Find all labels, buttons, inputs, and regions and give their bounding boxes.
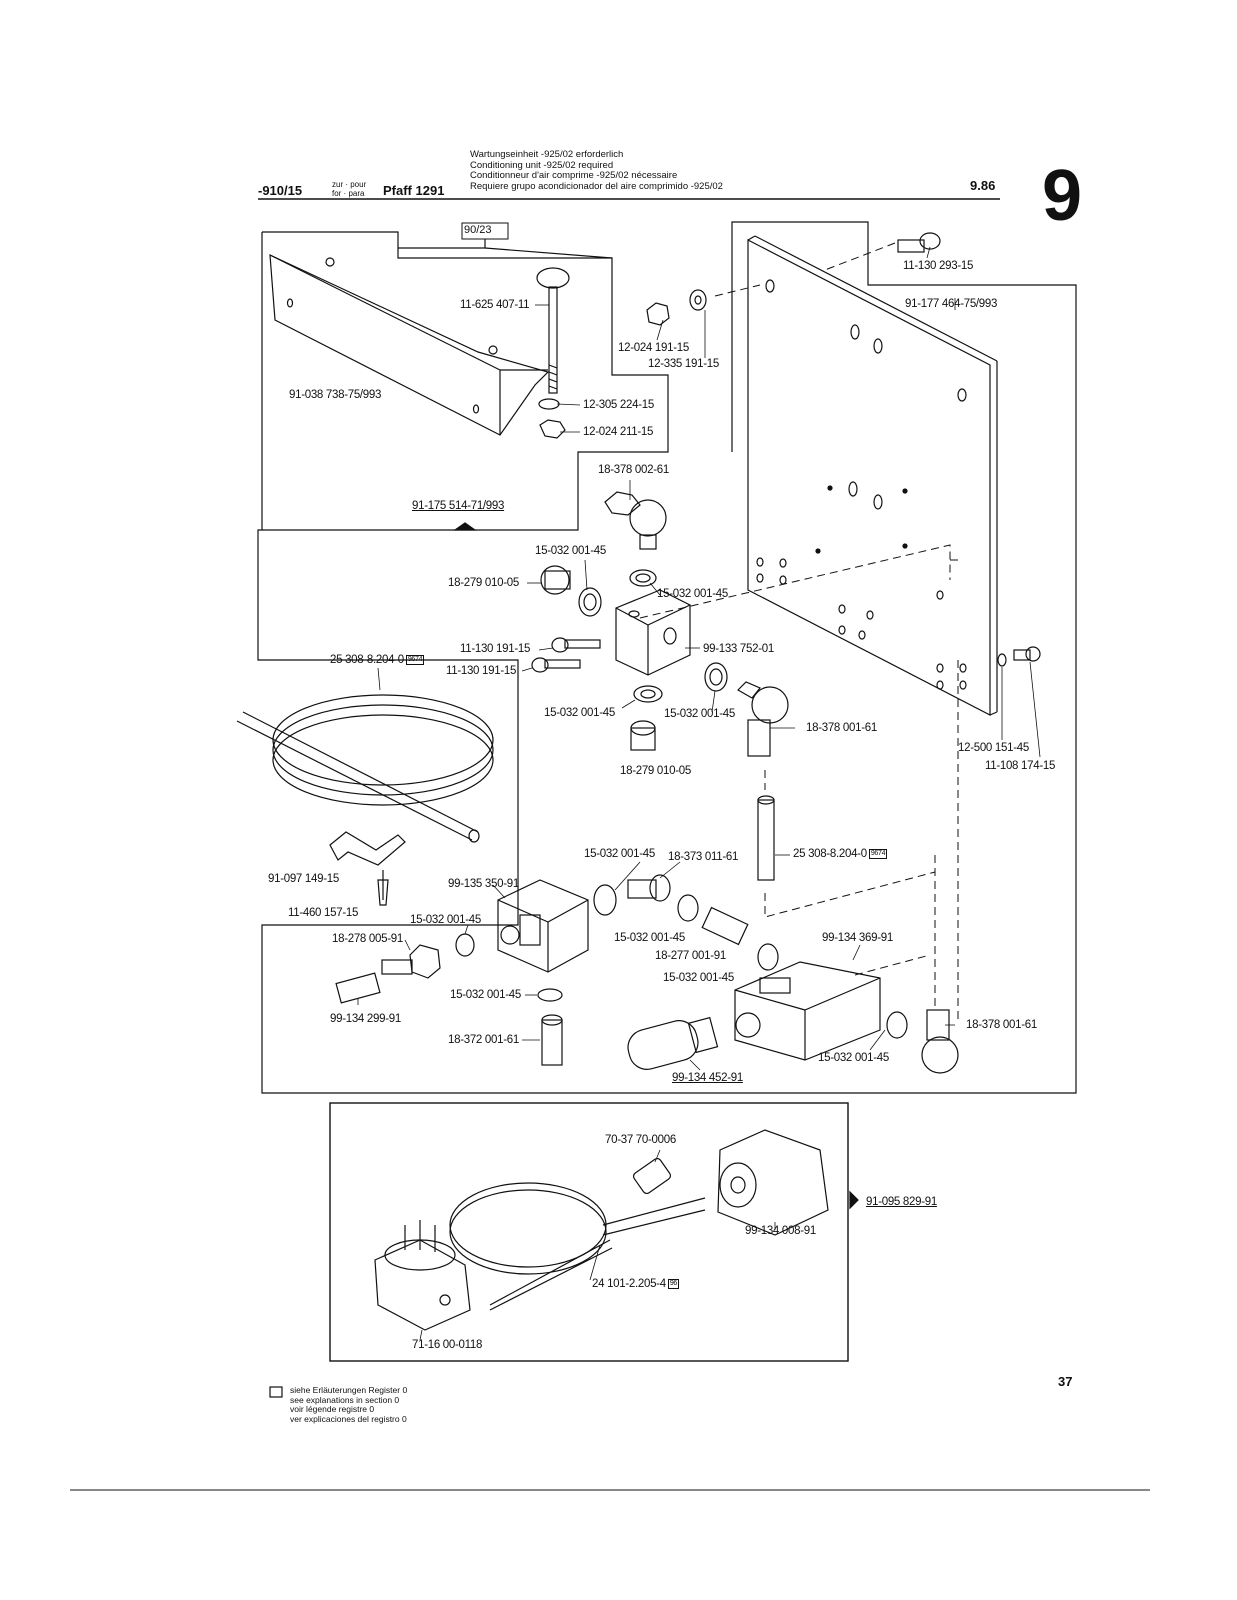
- part-label: 15-032 001-45: [450, 989, 521, 1001]
- part-label: 15-032 001-45: [818, 1052, 889, 1064]
- part-label: 18-378 002-61: [598, 464, 669, 476]
- solenoid-valve: [734, 961, 881, 1061]
- model-name: Pfaff 1291: [383, 183, 445, 198]
- part-label: 11-460 157-15: [288, 907, 359, 919]
- ref-mark: 96: [667, 1278, 679, 1289]
- ref-box-label: 90/23: [464, 224, 492, 236]
- part-label: 91-177 464-75/993: [905, 298, 998, 310]
- part-label: 11-130 191-15: [446, 665, 517, 677]
- fitting-18-373: [593, 874, 671, 916]
- note-es: Requiere grupo acondicionador del aire c…: [470, 180, 723, 192]
- part-label: 99-134 452-91: [672, 1072, 743, 1084]
- part-label: 15-032 001-45: [663, 972, 734, 984]
- distributor-block: [615, 589, 691, 676]
- legend: siehe Erläuterungen Register 0 see expla…: [290, 1385, 408, 1424]
- legend-en: see explanations in section 0: [290, 1394, 400, 1405]
- part-label: 12-024 191-15: [618, 342, 689, 354]
- header-notes: Wartungseinheit -925/02 erforderlich Con…: [470, 149, 723, 192]
- note-de: Wartungseinheit -925/02 erforderlich: [470, 149, 624, 160]
- elbow-fitting-top: [604, 491, 667, 550]
- note-en: Conditioning unit -925/02 required: [470, 159, 614, 171]
- legend-es: ver explicaciones del registro 0: [290, 1413, 407, 1424]
- elbow-fitting-mid: [737, 681, 789, 757]
- carriage-bolt: [536, 267, 570, 439]
- filter-silencer: [627, 1016, 719, 1070]
- fitting-18-277: [701, 906, 749, 946]
- fitting-18-372: [541, 1014, 563, 1066]
- part-label: 15-032 001-45: [584, 848, 655, 860]
- part-label: 18-378 001-61: [966, 1019, 1037, 1031]
- part-label: 99-134 299-91: [330, 1013, 401, 1025]
- part-label: 12-335 191-15: [648, 358, 719, 370]
- for-para-label: for · para: [332, 189, 365, 198]
- part-label: 18-372 001-61: [448, 1034, 519, 1046]
- part-label: 18-279 010-05: [448, 577, 519, 589]
- model-prefix: -910/15: [258, 183, 303, 198]
- silencer-99-134-299: [335, 972, 381, 1004]
- part-label: 71-16 00-0118: [412, 1339, 483, 1351]
- page-number: 37: [1058, 1374, 1073, 1389]
- socket-71-16: [374, 1220, 471, 1331]
- part-label: 91-095 829-91: [866, 1196, 937, 1208]
- pressure-regulator: [497, 879, 589, 973]
- part-label: 15-032 001-45: [664, 708, 735, 720]
- elbow-fitting-bottom: [921, 1009, 959, 1074]
- legend-fr: voir légende registre 0: [290, 1404, 375, 1414]
- part-label: 18-278 005-91: [332, 933, 403, 945]
- part-label: 12-305 224-15: [583, 399, 654, 411]
- part-label: 12-024 211-15: [583, 426, 654, 438]
- ref-mark: 9674: [405, 654, 425, 665]
- part-label: 15-032 001-45: [544, 707, 615, 719]
- part-label: 11-130 293-15: [903, 260, 974, 272]
- part-label: 12-500 151-45: [958, 742, 1029, 754]
- sleeve-70-37: [632, 1157, 672, 1195]
- part-label: 91-097 149-15: [268, 873, 339, 885]
- part-label: 99-135 350-91: [448, 878, 519, 890]
- legend-de: siehe Erläuterungen Register 0: [290, 1385, 408, 1395]
- part-label: 99-134 008-91: [745, 1225, 816, 1237]
- part-label: 91-038 738-75/993: [289, 389, 382, 401]
- date-label: 9.86: [970, 178, 996, 193]
- plug-bottom: [630, 720, 656, 751]
- part-number: 24 101-2.205-4: [592, 1278, 666, 1290]
- zur-pour-label: zur · pour: [332, 180, 367, 189]
- part-label: 18-279 010-05: [620, 765, 691, 777]
- cable-coil: [449, 1182, 706, 1311]
- part-number: 25 308-8.204-0: [330, 654, 404, 666]
- part-label: 91-175 514-71/993: [412, 500, 505, 512]
- part-label: 15-032 001-45: [657, 588, 728, 600]
- part-label: 70-37 70-0006: [605, 1134, 676, 1146]
- part-label: 18-378 001-61: [806, 722, 877, 734]
- part-label: 18-277 001-91: [655, 950, 726, 962]
- fitting-18-278: [381, 944, 441, 979]
- tube-short: [757, 795, 775, 881]
- part-label: 99-134 369-91: [822, 932, 893, 944]
- screw-right: [997, 646, 1041, 667]
- part-label: 18-373 011-61: [668, 851, 739, 863]
- part-label: 11-130 191-15: [460, 643, 531, 655]
- part-number: 25 308-8.204-0: [793, 848, 867, 860]
- screw-top-right: [897, 232, 941, 253]
- note-fr: Conditionneur d'air comprime -925/02 néc…: [470, 170, 678, 181]
- part-label: 99-133 752-01: [703, 643, 774, 655]
- plug-fitting: [540, 565, 571, 595]
- connector-plug: [717, 1129, 829, 1236]
- hose-coil: [236, 694, 494, 843]
- part-label: 11-625 407-11: [460, 299, 530, 311]
- angle-bracket: [269, 254, 550, 436]
- section-number: 9: [1042, 156, 1083, 236]
- mounting-plate: [747, 235, 998, 716]
- part-label: 15-032 001-45: [535, 545, 606, 557]
- part-label: 15-032 001-45: [410, 914, 481, 926]
- part-label: 11-108 174-15: [985, 760, 1056, 772]
- ref-mark: 9674: [868, 848, 888, 859]
- part-label: 15-032 001-45: [614, 932, 685, 944]
